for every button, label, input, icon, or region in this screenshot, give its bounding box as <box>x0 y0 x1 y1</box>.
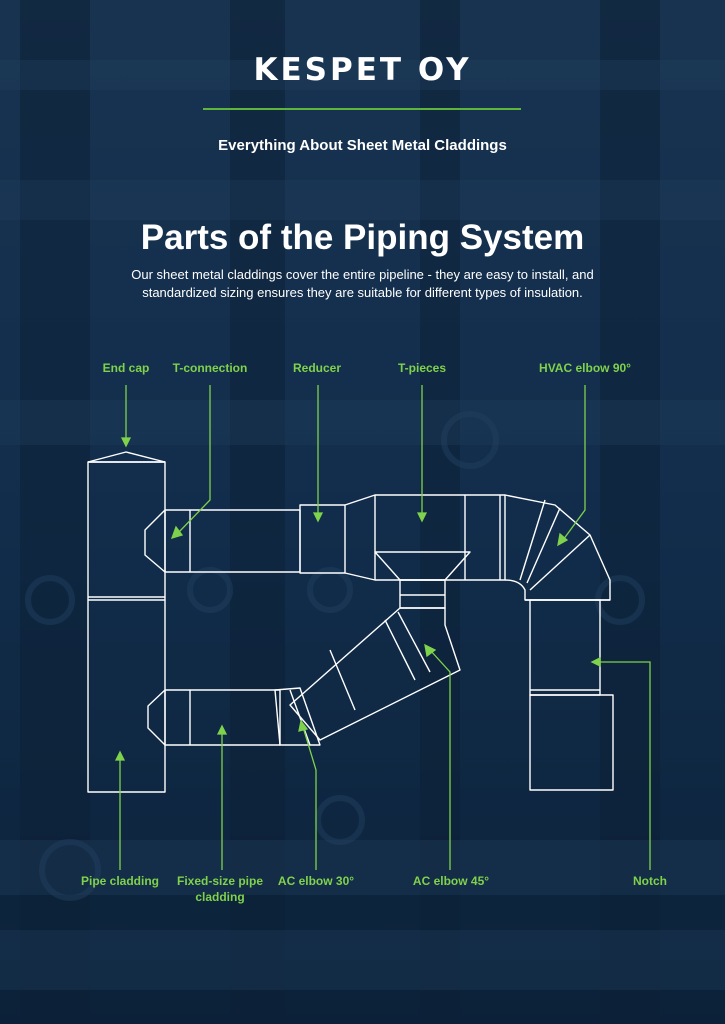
reducer-shape <box>299 504 346 574</box>
label-t-connection: T-connection <box>172 361 248 375</box>
label-end-cap: End cap <box>102 361 150 375</box>
left-vertical-pipe <box>87 461 166 793</box>
ac-elbow-30-shape <box>274 687 321 746</box>
page-title: Parts of the Piping System <box>140 218 585 257</box>
label-fixed-size-pipe-cladding: Fixed-size pipe cladding <box>170 873 270 905</box>
header-divider <box>203 108 521 110</box>
page-description: Our sheet metal claddings cover the enti… <box>131 267 594 300</box>
t-connection-shape <box>144 509 166 573</box>
brand-logo: KESPET OY <box>253 52 472 88</box>
hvac-elbow-90-shape <box>504 494 611 601</box>
t-pieces-shape <box>374 551 471 581</box>
header-tagline: Everything About Sheet Metal Claddings <box>218 137 507 154</box>
label-ac-elbow-30: AC elbow 30° <box>277 874 355 888</box>
label-ac-elbow-45: AC elbow 45° <box>412 874 490 888</box>
label-notch: Notch <box>633 874 667 888</box>
upper-pipe-segment <box>164 509 301 573</box>
ac-elbow-45-shape <box>289 607 461 741</box>
label-t-pieces: T-pieces <box>397 361 447 375</box>
label-reducer: Reducer <box>292 361 342 375</box>
label-fixed-size-line1: Fixed-size pipe <box>176 874 264 888</box>
end-cap-shape <box>87 451 166 463</box>
label-pipe-cladding: Pipe cladding <box>80 874 159 888</box>
right-vertical-pipe <box>529 599 601 696</box>
label-fixed-size-line2: cladding <box>195 890 245 904</box>
label-hvac-elbow-90: HVAC elbow 90° <box>539 361 631 375</box>
